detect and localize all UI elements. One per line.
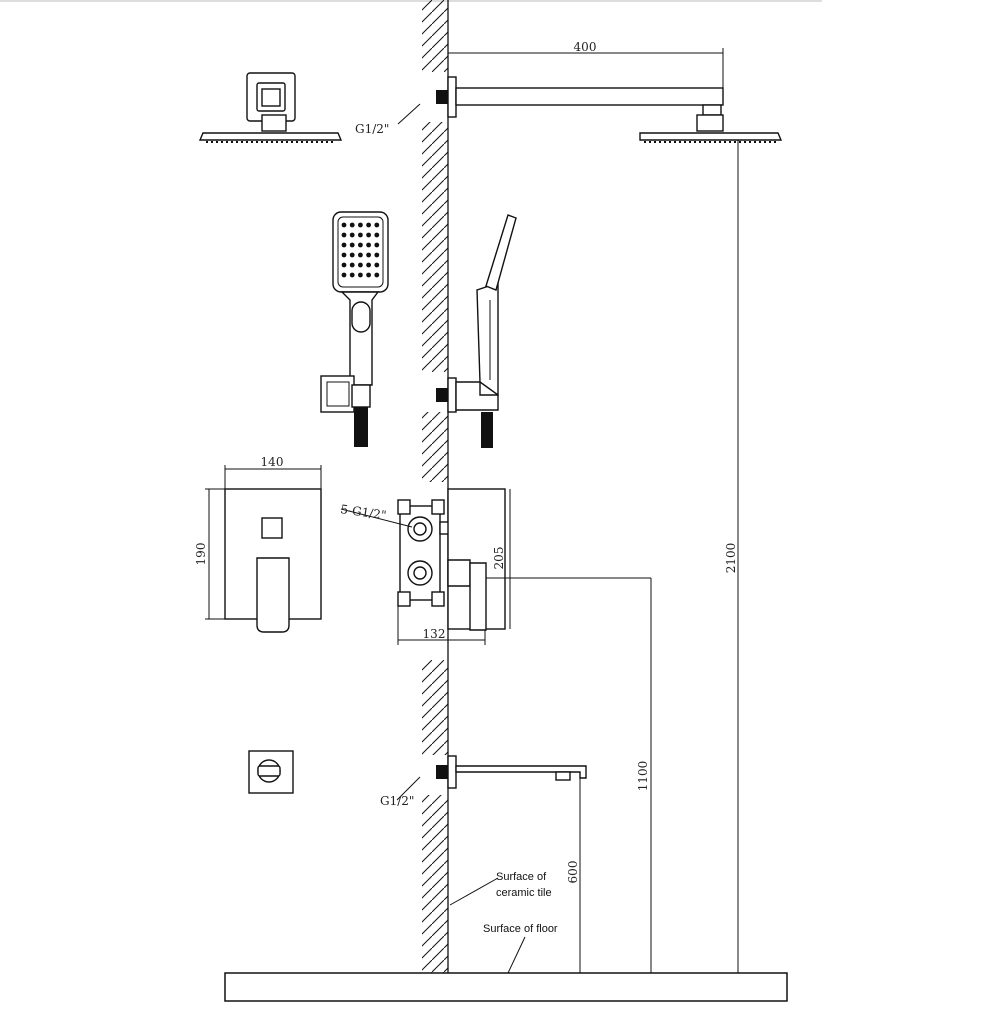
nozzle-dot	[358, 272, 363, 278]
nozzle-dot	[349, 222, 355, 228]
wall-section	[422, 0, 449, 973]
nozzle-dot	[374, 262, 380, 268]
dim-plate-width: 140	[261, 455, 284, 469]
spout-side-view	[436, 755, 587, 973]
nozzle-dot	[358, 222, 363, 228]
nozzle-dot	[374, 242, 380, 248]
nozzle-dot	[358, 242, 363, 248]
nozzle-dot	[358, 232, 363, 238]
label-thread-valve: 5-G1/2"	[340, 502, 388, 522]
nozzle-dot	[349, 262, 355, 268]
valve-body	[340, 488, 511, 645]
nozzle-dot	[366, 242, 371, 248]
dim-valve-width: 132	[423, 627, 446, 641]
nozzle-dot	[366, 262, 371, 268]
label-thread-spout: G1/2"	[380, 794, 414, 808]
nozzle-dot	[374, 272, 380, 278]
dim-total-height: 2100	[724, 543, 738, 574]
dim-valve-depth: 205	[492, 547, 506, 570]
dim-spout-height: 600	[566, 861, 580, 884]
nozzle-dot	[366, 222, 371, 228]
label-tile-line1: Surface of	[496, 871, 547, 883]
label-thread-top: G1/2"	[355, 122, 389, 136]
nozzle-dot	[341, 222, 347, 228]
nozzle-dot	[349, 272, 355, 278]
nozzle-dot	[374, 222, 380, 228]
nozzle-grid	[341, 222, 380, 278]
nozzle-dot	[341, 242, 347, 248]
nozzle-dot	[349, 232, 355, 238]
nozzle-dot	[366, 232, 371, 238]
label-tile-line2: ceramic tile	[496, 887, 552, 899]
nozzle-dot	[341, 272, 347, 278]
shower-arm-side-view	[436, 48, 783, 143]
shower-head-front-view	[198, 72, 343, 143]
nozzle-dot	[366, 272, 371, 278]
spout-front-view	[248, 750, 294, 794]
dim-valve-height: 1100	[636, 761, 650, 792]
valve-cover-plate	[205, 465, 322, 633]
hand-shower-side-view	[436, 214, 517, 448]
label-floor: Surface of floor	[483, 923, 558, 935]
nozzle-dot	[341, 232, 347, 238]
nozzle-dot	[349, 242, 355, 248]
nozzle-dot	[366, 252, 371, 258]
hand-shower-front-view	[320, 211, 389, 447]
nozzle-dot	[341, 252, 347, 258]
nozzle-dot	[341, 262, 347, 268]
nozzle-dot	[374, 252, 380, 258]
nozzle-dot	[358, 262, 363, 268]
dim-plate-height: 190	[194, 543, 208, 566]
dim-arm-length: 400	[574, 40, 597, 54]
floor-slab	[224, 972, 788, 1002]
nozzle-dot	[374, 232, 380, 238]
nozzle-dot	[358, 252, 363, 258]
nozzle-dot	[349, 252, 355, 258]
